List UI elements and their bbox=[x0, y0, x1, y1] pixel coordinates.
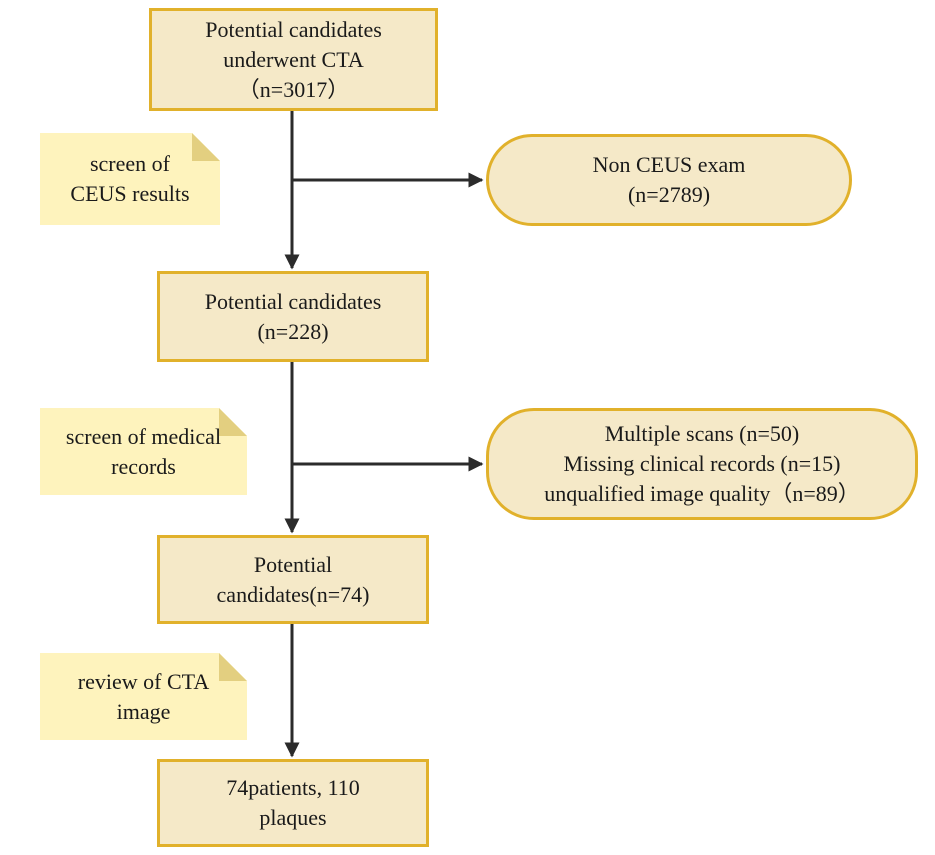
note-screen-medical-records-line-2: records bbox=[111, 453, 176, 479]
box-ceus-candidates-line-2: (n=228) bbox=[257, 318, 329, 344]
exclusion-line-image-quality: unqualified image quality（n=89） bbox=[544, 481, 860, 506]
box-final-candidates-line-1: Potential bbox=[253, 551, 333, 577]
exclusion-records-quality: Multiple scans (n=50) Missing clinical r… bbox=[486, 408, 918, 520]
note-screen-medical-records-line-1: screen of medical bbox=[65, 423, 222, 449]
exclusion-non-ceus-line-2: (n=2789) bbox=[627, 182, 711, 207]
exclusion-line-multiple-scans: Multiple scans (n=50) bbox=[604, 421, 800, 446]
note-screen-medical-records: screen of medical records bbox=[40, 408, 247, 495]
exclusion-line-missing-records: Missing clinical records (n=15) bbox=[563, 451, 841, 476]
note-review-cta-line-2: image bbox=[116, 698, 171, 724]
box-final-candidates: Potential candidates(n=74) bbox=[157, 535, 429, 624]
exclusion-non-ceus: Non CEUS exam (n=2789) bbox=[486, 134, 852, 226]
note-review-cta-line-1: review of CTA bbox=[77, 668, 210, 694]
box-ceus-candidates: Potential candidates (n=228) bbox=[157, 271, 429, 362]
note-screen-ceus: screen of CEUS results bbox=[40, 133, 220, 225]
box-final-candidates-line-2: candidates(n=74) bbox=[216, 581, 370, 607]
box-patients-plaques-line-1: 74patients, 110 bbox=[226, 775, 360, 800]
box-initial-candidates-line-2: underwent CTA bbox=[223, 46, 364, 72]
note-review-cta: review of CTA image bbox=[40, 653, 247, 740]
box-patients-plaques-line-2: plaques bbox=[259, 805, 327, 830]
box-initial-candidates-line-3: （n=3017） bbox=[237, 76, 350, 102]
box-patients-plaques: 74patients, 110 plaques bbox=[157, 759, 429, 847]
box-ceus-candidates-line-1: Potential candidates bbox=[204, 288, 382, 314]
note-screen-ceus-line-2: CEUS results bbox=[70, 181, 190, 206]
exclusion-non-ceus-line-1: Non CEUS exam bbox=[592, 152, 746, 177]
box-initial-candidates-line-1: Potential candidates bbox=[205, 16, 382, 42]
box-initial-candidates: Potential candidates underwent CTA （n=30… bbox=[149, 8, 438, 111]
note-screen-ceus-line-1: screen of bbox=[89, 151, 170, 176]
